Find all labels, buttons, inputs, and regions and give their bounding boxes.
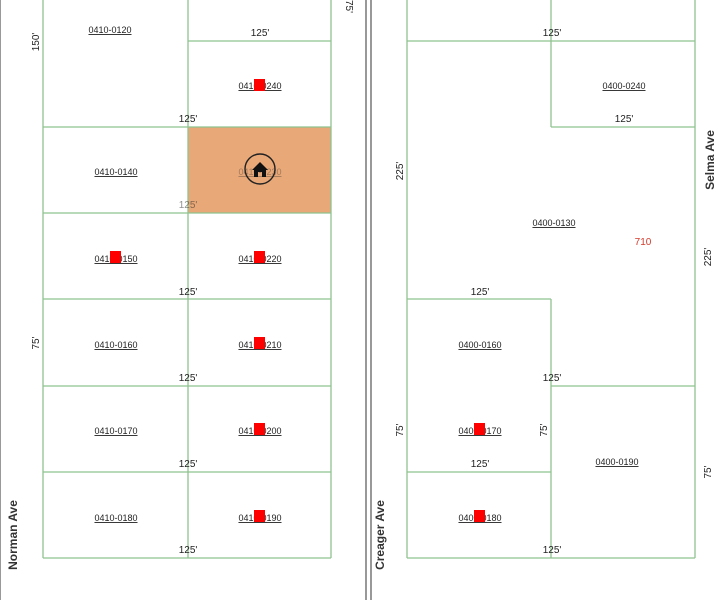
dim-125-mid-2: 125'	[179, 200, 198, 211]
dim-125-right-5: 125'	[471, 459, 490, 470]
dim-125-mid-5: 125'	[179, 459, 198, 470]
parcel-0400-0190[interactable]: 0400-0190	[595, 457, 638, 467]
parcel-0410-0160[interactable]: 0410-0160	[94, 340, 137, 350]
dim-125-mid-1: 125'	[179, 114, 198, 125]
dim-125-mid-3: 125'	[179, 287, 198, 298]
dim-125-right-3: 125'	[471, 287, 490, 298]
marker-0410-0150	[110, 251, 121, 263]
dim-75-creager-side: 75'	[395, 423, 406, 436]
dim-125-top-center: 125'	[251, 28, 270, 39]
dim-75-left: 75'	[31, 336, 42, 349]
dim-150-left: 150'	[31, 33, 42, 52]
marker-0400-0180	[474, 510, 485, 522]
marker-0400-0170	[474, 423, 485, 435]
street-creager-ave: Creager Ave	[373, 500, 387, 570]
marker-0410-0200	[254, 423, 265, 435]
dim-125-right-2: 125'	[615, 114, 634, 125]
marker-0410-0190	[254, 510, 265, 522]
dim-125-right-6: 125'	[543, 545, 562, 556]
dim-225-right-block-left: 225'	[395, 162, 406, 181]
parcel-0400-0130[interactable]: 0400-0130	[532, 218, 575, 228]
dimension-labels: 125' 125' 125' 125' 125' 125' 125' 125' …	[31, 0, 714, 556]
dim-125-right-top: 125'	[543, 28, 562, 39]
parcel-0410-0140[interactable]: 0410-0140	[94, 167, 137, 177]
parcel-0400-0160[interactable]: 0400-0160	[458, 340, 501, 350]
street-selma-ave: Selma Ave	[703, 130, 717, 190]
marker-0410-0240	[254, 79, 265, 91]
dim-75-selma-side: 75'	[703, 465, 714, 478]
dim-125-right-4: 125'	[543, 373, 562, 384]
parcel-0410-0170[interactable]: 0410-0170	[94, 426, 137, 436]
left-block-lots	[42, 0, 332, 559]
marker-0410-0220	[254, 251, 265, 263]
right-block-lots	[406, 0, 696, 559]
marker-0410-0210	[254, 337, 265, 349]
home-icon[interactable]	[244, 153, 276, 185]
parcel-0400-0240[interactable]: 0400-0240	[602, 81, 645, 91]
address-number: 710	[635, 237, 652, 248]
street-norman-ave: Norman Ave	[6, 500, 20, 570]
dim-125-mid-4: 125'	[179, 373, 198, 384]
dim-225-right-block-right: 225'	[703, 248, 714, 267]
dim-75-inner: 75'	[539, 423, 550, 436]
parcel-0410-0120[interactable]: 0410-0120	[88, 25, 131, 35]
parcel-0410-0180[interactable]: 0410-0180	[94, 513, 137, 523]
dim-125-mid-6: 125'	[179, 545, 198, 556]
dim-75-top-right-edge: 75'	[343, 0, 354, 13]
parcel-markers	[110, 79, 485, 522]
